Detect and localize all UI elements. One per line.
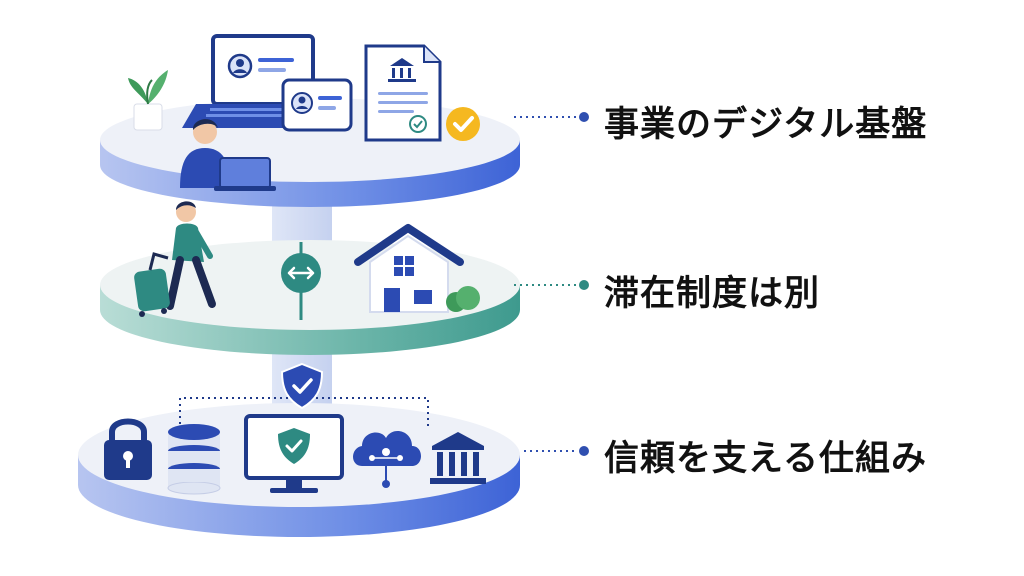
cloud-network-icon [353,431,421,488]
bank-building-icon [430,432,486,484]
monitor-shield-icon [244,414,344,493]
document-bank-icon [364,44,442,142]
shield-check-icon [280,362,324,410]
connector-2 [514,280,589,290]
id-card-icon [281,78,353,132]
connector-3 [524,446,589,456]
house-icon [354,224,480,313]
layer-label-residence-system: 滞在制度は別 [604,274,821,314]
layer-label-trust-mechanism: 信頼を支える仕組み [604,439,927,479]
lock-icon [104,418,152,480]
layer-label-digital-foundation: 事業のデジタル基盤 [604,105,928,145]
check-badge-icon [446,107,480,141]
connector-1 [514,112,589,122]
traveler-with-suitcase-icon [134,201,216,317]
database-icon [167,424,221,495]
plant-icon [128,70,168,131]
separator-arrows-icon [281,242,321,320]
person-with-laptop-icon [180,119,276,191]
